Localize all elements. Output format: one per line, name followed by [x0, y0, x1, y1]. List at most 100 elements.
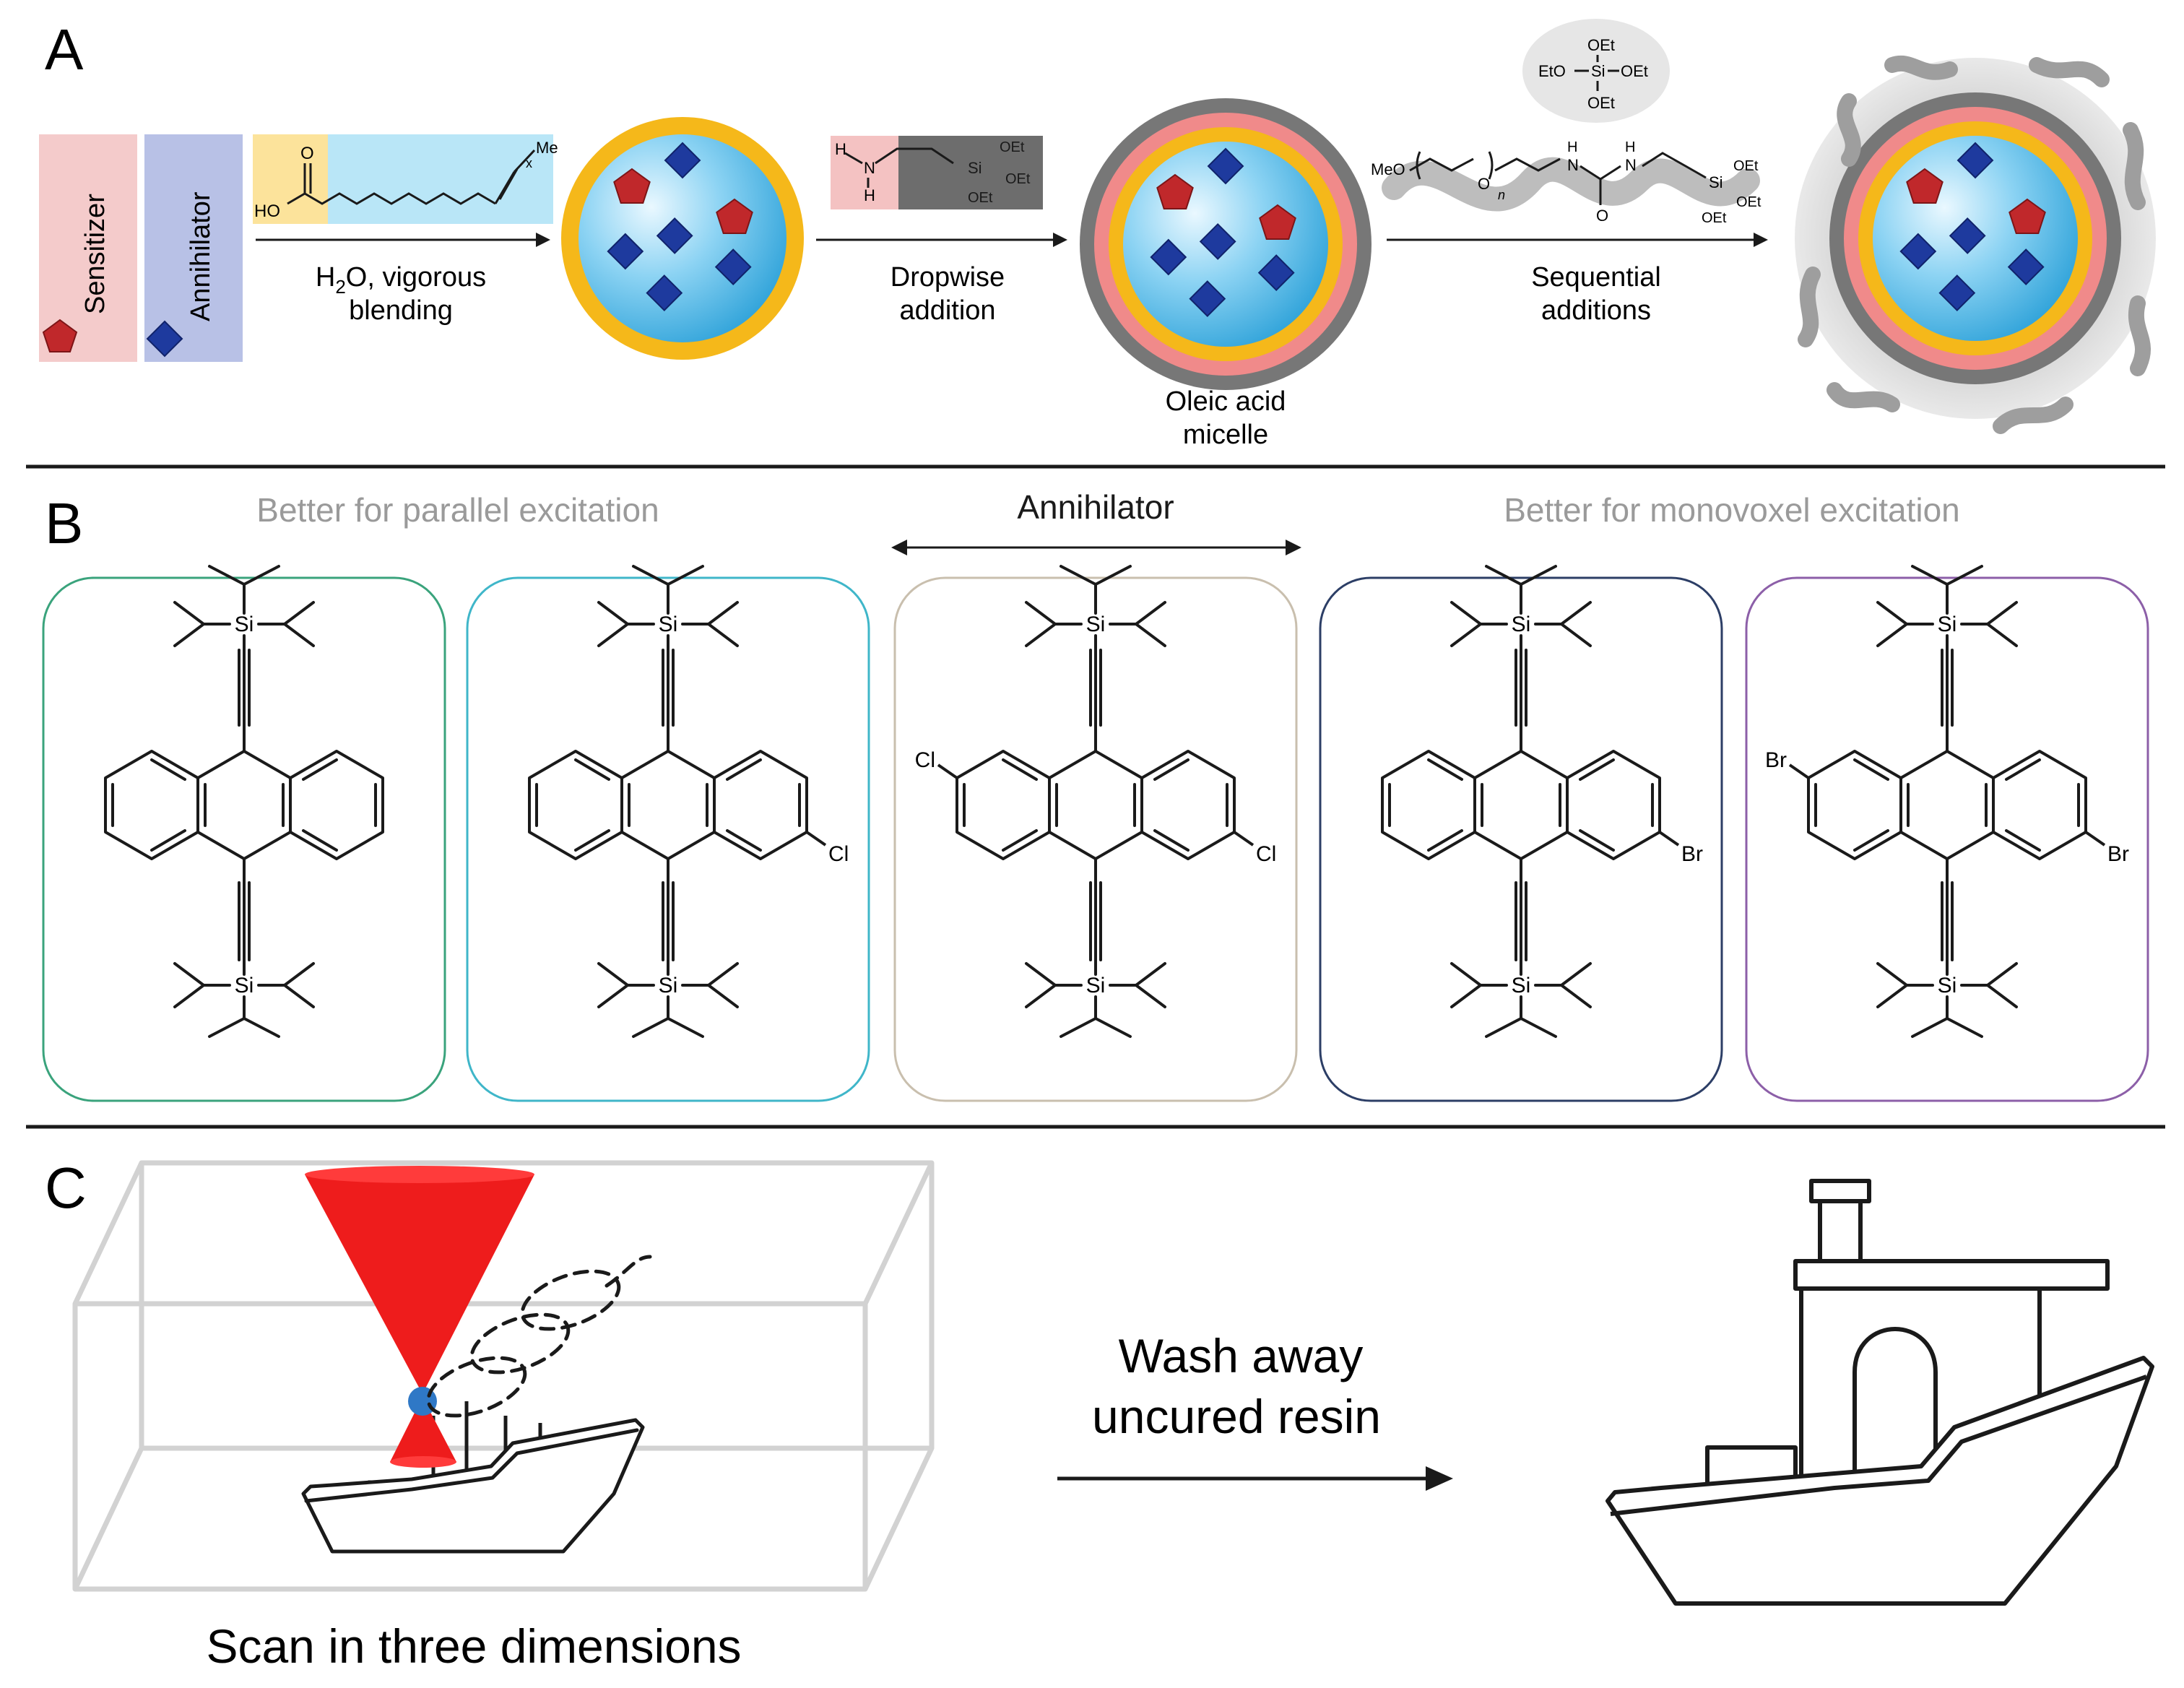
svg-text:OEt: OEt [1733, 158, 1759, 174]
substituent-left: Cl [915, 748, 935, 772]
sensitizer-pentagon-icon [716, 198, 753, 234]
oleic-acid-structure: HO O Me x [253, 134, 558, 224]
svg-text:N: N [864, 159, 875, 177]
substituent-right: Br [2107, 842, 2129, 866]
svg-text:OEt: OEt [1736, 194, 1762, 210]
svg-text:OEt: OEt [1587, 94, 1615, 112]
annihilator-diamond-icon [1150, 238, 1187, 276]
micelle-label: Oleic acid [1166, 386, 1286, 417]
step1-label-line2: blending [349, 295, 453, 326]
annihilator-diamond-icon [2007, 248, 2045, 286]
si-label: Si [1086, 613, 1106, 636]
svg-text:O: O [1596, 207, 1608, 225]
svg-text:N: N [1625, 156, 1637, 174]
sensitizer-label: Sensitizer [80, 194, 110, 314]
sensitizer-pentagon-icon [1259, 204, 1296, 240]
si-label: Si [235, 613, 254, 636]
wash-label-line2: uncured resin [1092, 1390, 1381, 1443]
sensitizer-pentagon-icon [1156, 173, 1194, 209]
svg-text:OEt: OEt [1587, 36, 1615, 54]
micelle-label-line2: micelle [1183, 420, 1268, 450]
annihilator-diamond-icon [1189, 280, 1226, 318]
wash-label: Wash away [1119, 1329, 1364, 1382]
si-label: Si [659, 613, 678, 636]
annihilator-diamond-icon [656, 217, 693, 254]
molecule-card-frame [1319, 576, 1723, 1102]
peg-chains [1798, 56, 2152, 434]
sensitizer-pentagon-icon [2008, 198, 2046, 234]
annihilator-diamond-icon [146, 320, 183, 358]
monovoxel-label: Better for monovoxel excitation [1504, 491, 1960, 529]
annihilator-diamond-icon [607, 233, 644, 270]
svg-text:O: O [300, 144, 314, 163]
svg-text:H: H [1625, 139, 1635, 155]
printed-boat [1606, 1179, 2154, 1606]
annihilator-diamond-icon [1956, 142, 1994, 179]
annihilator-diamond-icon [1938, 274, 1976, 312]
si-label: Si [235, 974, 254, 997]
svg-text:Si: Si [968, 159, 982, 177]
svg-text:OEt: OEt [1005, 171, 1031, 187]
annihilator-axis-label: Annihilator [1017, 488, 1174, 526]
svg-text:Me: Me [536, 139, 558, 157]
annihilator-diamond-icon [1899, 233, 1937, 270]
panel-letter-a: A [45, 17, 84, 82]
svg-text:H: H [1567, 139, 1577, 155]
annihilator-diamond-icon [1199, 222, 1236, 260]
si-label: Si [1086, 974, 1106, 997]
step3-label: Sequential [1531, 262, 1661, 293]
laser-cone [305, 1166, 534, 1468]
annihilator-diamond-icon [1257, 254, 1295, 292]
svg-text:H: H [835, 140, 846, 158]
partial-boat [303, 1401, 643, 1551]
panel-letter-c: C [45, 1156, 87, 1220]
svg-text:HO: HO [254, 202, 280, 221]
panel-letter-b: B [45, 491, 83, 555]
si-label: Si [1512, 613, 1531, 636]
step2-label: Dropwise [890, 262, 1005, 293]
si-label: Si [659, 974, 678, 997]
svg-text:Si: Si [1591, 62, 1606, 80]
si-label: Si [1938, 974, 1957, 997]
molecule-card-frame [893, 576, 1298, 1102]
svg-text:N: N [1567, 156, 1579, 174]
molecule-card-frame [42, 576, 446, 1102]
si-label: Si [1512, 974, 1531, 997]
svg-text:OEt: OEt [1702, 210, 1727, 226]
substituent-right: Cl [1256, 842, 1276, 866]
substituent-right: Cl [828, 842, 849, 866]
svg-text:OEt: OEt [1000, 139, 1025, 155]
svg-text:OEt: OEt [968, 190, 993, 206]
sensitizer-pentagon-icon [1906, 168, 1944, 204]
step1-label: H2O, vigorous [316, 262, 486, 298]
scan-path [426, 1255, 652, 1418]
annihilator-diamond-icon [1207, 147, 1244, 185]
svg-text:OEt: OEt [1621, 62, 1648, 80]
teos-structure: OEt EtO Si OEt OEt [1522, 19, 1670, 123]
annihilator-diamond-icon [714, 248, 752, 286]
step3-label-line2: additions [1541, 295, 1651, 326]
sensitizer-pentagon-icon [613, 168, 651, 204]
substituent-right: Br [1681, 842, 1703, 866]
svg-text:x: x [526, 156, 532, 170]
svg-text:H: H [864, 186, 875, 204]
svg-text:O: O [1478, 175, 1490, 193]
si-label: Si [1938, 613, 1957, 636]
scan-label: Scan in three dimensions [206, 1619, 741, 1673]
svg-text:n: n [1498, 188, 1505, 202]
substituent-left: Br [1765, 748, 1787, 772]
step2-label-line2: addition [899, 295, 995, 326]
double-arrow [891, 540, 1301, 555]
molecule-card-frame [1745, 576, 2149, 1102]
svg-text:Si: Si [1709, 173, 1723, 191]
annihilator-diamond-icon [1949, 217, 1986, 254]
annihilator-diamond-icon [646, 274, 683, 312]
